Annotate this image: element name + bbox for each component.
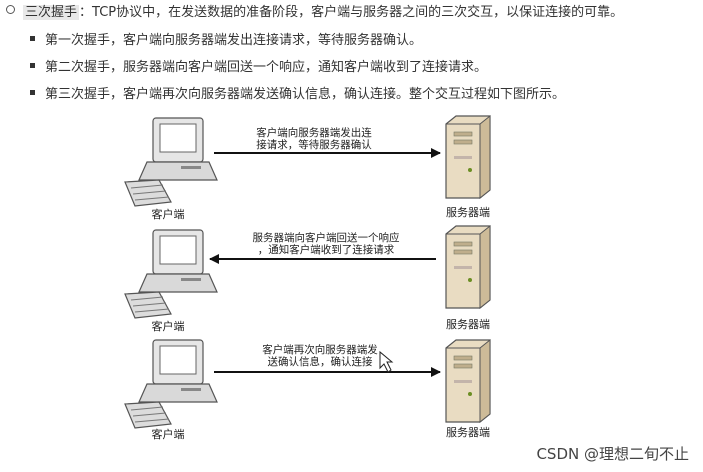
- message-line-1: 客户端向服务器端发出连: [256, 126, 372, 139]
- bullet-square-icon: [30, 63, 35, 68]
- message-line-2: 接请求，等待服务器确认: [256, 138, 372, 151]
- step-text: 第三次握手，客户端再次向服务器端发送确认信息，确认连接。整个交互过程如下图所示。: [45, 87, 566, 102]
- message-line-1: 服务器端向客户端回送一个响应: [253, 231, 400, 244]
- list-item: 第一次握手，客户端向服务器端发出连接请求，等待服务器确认。: [30, 32, 565, 59]
- client-label: 客户端: [152, 319, 185, 333]
- handshake-row-3: 客户端 客户端再次向服务器端发 送确认信息，确认连接 服务器端: [124, 339, 491, 441]
- list-item: 第三次握手，客户端再次向服务器端发送确认信息，确认连接。整个交互过程如下图所示。: [30, 86, 565, 113]
- intro-paragraph: 三次握手：TCP协议中，在发送数据的准备阶段，客户端与服务器之间的三次交互，以保…: [6, 4, 623, 22]
- message-line-1: 客户端再次向服务器端发: [262, 343, 378, 356]
- bullet-square-icon: [30, 36, 35, 41]
- mouse-cursor-icon: [379, 350, 394, 373]
- intro-text: ：TCP协议中，在发送数据的准备阶段，客户端与服务器之间的三次交互，以保证连接的…: [79, 5, 624, 20]
- bullet-square-icon: [30, 90, 35, 95]
- client-computer-icon: [124, 117, 218, 207]
- handshake-row-2: 客户端 服务器端向客户端回送一个响应 ，通知客户端收到了连接请求 服务器端: [124, 225, 491, 333]
- client-computer-icon: [124, 229, 218, 319]
- server-label: 服务器端: [446, 426, 490, 439]
- server-icon: [445, 339, 491, 423]
- server-icon: [445, 115, 491, 199]
- client-computer-icon: [124, 339, 218, 429]
- step-text: 第二次握手，服务器端向客户端回送一个响应，通知客户端收到了连接请求。: [45, 60, 488, 75]
- message-line-2: 送确认信息，确认连接: [268, 355, 373, 368]
- step-list: 第一次握手，客户端向服务器端发出连接请求，等待服务器确认。 第二次握手，服务器端…: [30, 32, 565, 113]
- message-line-2: ，通知客户端收到了连接请求: [258, 243, 395, 256]
- handshake-row-1: 客户端 客户端向服务器端发出连 接请求，等待服务器确认 服务器端: [124, 115, 491, 221]
- server-icon: [445, 225, 491, 309]
- list-item: 第二次握手，服务器端向客户端回送一个响应，通知客户端收到了连接请求。: [30, 59, 565, 86]
- highlighted-term: 三次握手: [23, 5, 80, 20]
- client-label: 客户端: [152, 427, 185, 441]
- list-circle-icon: [6, 5, 15, 14]
- step-text: 第一次握手，客户端向服务器端发出连接请求，等待服务器确认。: [45, 33, 423, 48]
- client-label: 客户端: [152, 207, 185, 221]
- server-label: 服务器端: [446, 318, 490, 331]
- server-label: 服务器端: [446, 206, 490, 219]
- watermark: CSDN @理想二旬不止: [536, 445, 689, 463]
